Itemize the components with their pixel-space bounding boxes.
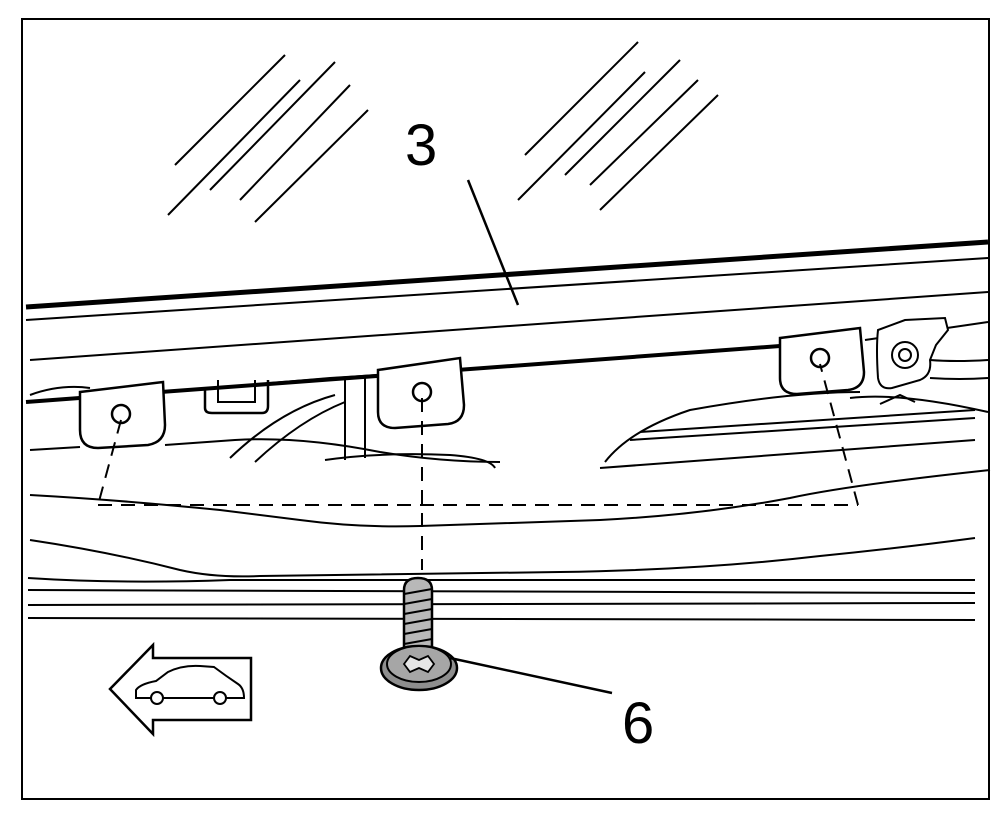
callout-3: 3 <box>405 113 437 178</box>
body-panels <box>27 374 991 621</box>
screw <box>379 576 459 692</box>
leader-line-6 <box>449 656 613 695</box>
hinge-mechanism <box>849 316 989 413</box>
torx-recess-icon <box>402 654 436 674</box>
forward-direction-arrow-icon <box>108 641 253 738</box>
alignment-dashes <box>97 363 859 570</box>
car-silhouette-icon <box>135 664 246 705</box>
mounting-clip-center <box>376 356 466 430</box>
rail-tab-small-inner <box>217 380 256 403</box>
leader-line-3 <box>466 179 520 306</box>
rail-tab-small <box>203 380 270 415</box>
callout-6: 6 <box>622 691 654 756</box>
diagram-frame <box>21 18 990 800</box>
mounting-clip-right <box>778 326 866 396</box>
screw-threads <box>403 588 433 645</box>
mounting-clip-left <box>78 380 167 450</box>
glass-reflection-lines <box>167 41 719 223</box>
